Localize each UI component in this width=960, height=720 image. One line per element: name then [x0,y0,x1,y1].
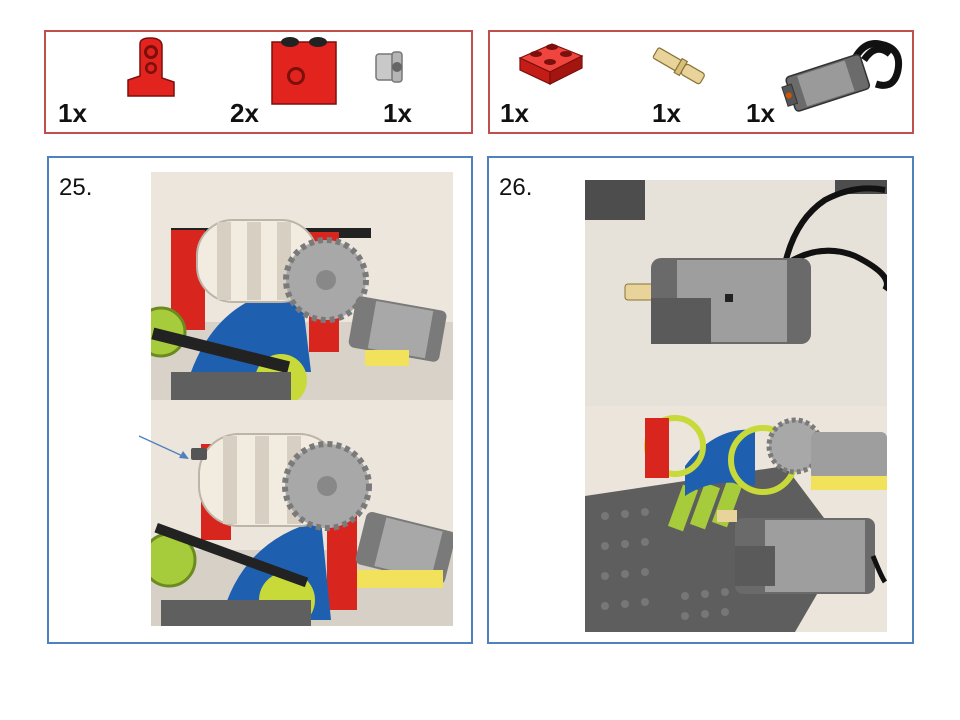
qty-label: 1x [58,98,87,128]
qty-label: 1x [746,98,775,128]
qty-label: 1x [652,98,681,128]
qty-label: 1x [500,98,529,128]
step-number: 25. [59,174,93,201]
step-25-photo-top [151,172,453,400]
red-technic-pin-connector-icon [127,37,175,97]
grey-bush-icon [375,51,403,83]
step-25-photo-bottom [151,400,453,626]
step-26-photo-top [585,180,887,406]
parts-list-right: 1x 1x 1x [488,30,914,134]
qty-label: 1x [383,98,412,128]
red-plate-2x2-icon [518,43,584,85]
grey-motor-with-cable-icon [781,40,903,112]
step-26-panel: 26. [487,156,914,644]
red-technic-brick-1x2-icon [271,37,337,105]
step-26-photo-bottom [585,406,887,632]
parts-list-left: 1x 2x 1x [44,30,473,134]
step-25-panel: 25. [47,156,473,644]
qty-label: 2x [230,98,259,128]
step-number: 26. [499,174,533,201]
arrow-pointer-icon [138,435,189,459]
tan-axle-pin-icon [652,47,705,85]
